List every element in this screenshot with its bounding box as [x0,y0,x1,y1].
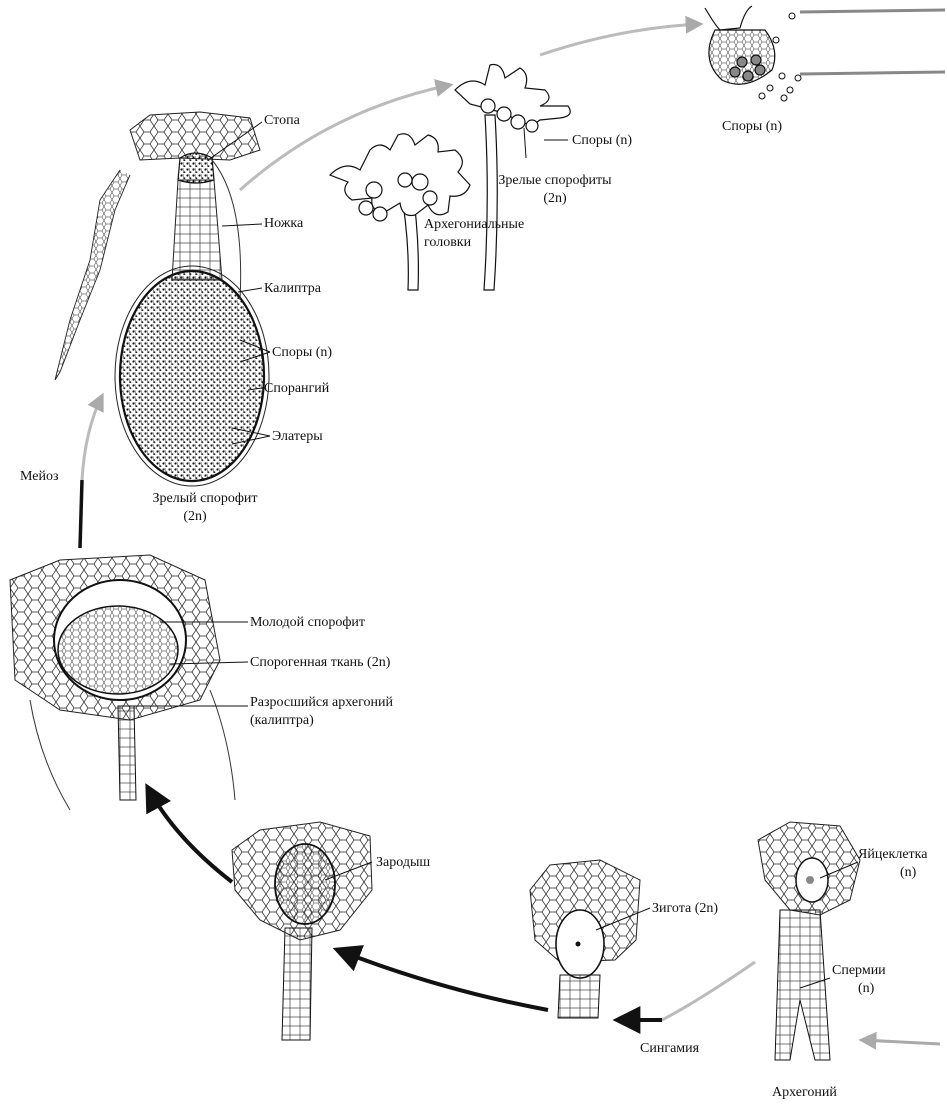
leader-lines-archegonium [799,861,859,989]
label-mature-sporophyte: Зрелый спорофит [152,491,258,506]
label-zarodysh: Зародыш [376,855,431,870]
leader-line-embryo [324,861,373,881]
leader-lines-mature [207,121,271,445]
leader-line-zygote [595,907,651,931]
label-mature-sporophytes: Зрелые спорофиты [498,173,612,188]
label-grown-archegonium-1: Разросшийся архегоний [250,695,393,710]
label-kaliptra: Калиптра [264,281,321,296]
arrow-to-heads [239,15,704,192]
arrow-into-archegonium [858,1031,941,1050]
label-meioz: Мейоз [20,469,59,484]
spore-release-illustration [704,5,946,102]
label-mature-sporophytes-ploidy: (2n) [543,191,567,206]
mature-sporophyte-illustration [54,111,270,487]
label-young-sporophyte: Молодой спорофит [250,615,366,630]
label-spory-inner: Споры (n) [272,345,333,360]
leader-lines-young [134,621,249,707]
label-yaytsekletka: Яйцеклетка [858,847,928,862]
meiosis-arrow [78,392,104,549]
label-zigota: Зигота (2n) [652,901,719,916]
label-mature-sporophyte-ploidy: (2n) [183,509,207,524]
label-spory-top: Споры (n) [722,119,783,134]
label-elatery: Элатеры [272,429,323,444]
label-yaytsekletka-ploidy: (n) [900,865,917,880]
label-spermiy: Спермии [832,963,886,978]
young-sporophyte-illustration [9,554,236,811]
label-archegonial-heads-1: Архегониальные [424,217,525,232]
label-stopa: Стопа [264,113,300,128]
label-spory-mid: Споры (n) [572,133,633,148]
zygote-illustration [529,859,641,1019]
label-spermiy-ploidy: (n) [858,981,875,996]
label-nozhka: Ножка [264,216,304,231]
label-archegonial-heads-2: головки [424,235,472,250]
label-singamiya: Сингамия [640,1041,700,1056]
arrow-embryo-to-young [145,783,234,884]
label-grown-archegonium-2: (калиптра) [250,713,314,728]
embryo-illustration [231,821,373,1041]
archegonium-illustration [757,821,861,1061]
label-sporogenous-tissue: Спорогенная ткань (2n) [250,655,391,670]
syngamy-arrow [612,960,756,1034]
label-sporangiy: Спорангий [264,381,330,396]
archegonial-heads-illustration [328,63,571,291]
arrow-zygote-to-embryo [332,945,549,1012]
label-arkhegoniy: Архегоний [772,1085,837,1100]
